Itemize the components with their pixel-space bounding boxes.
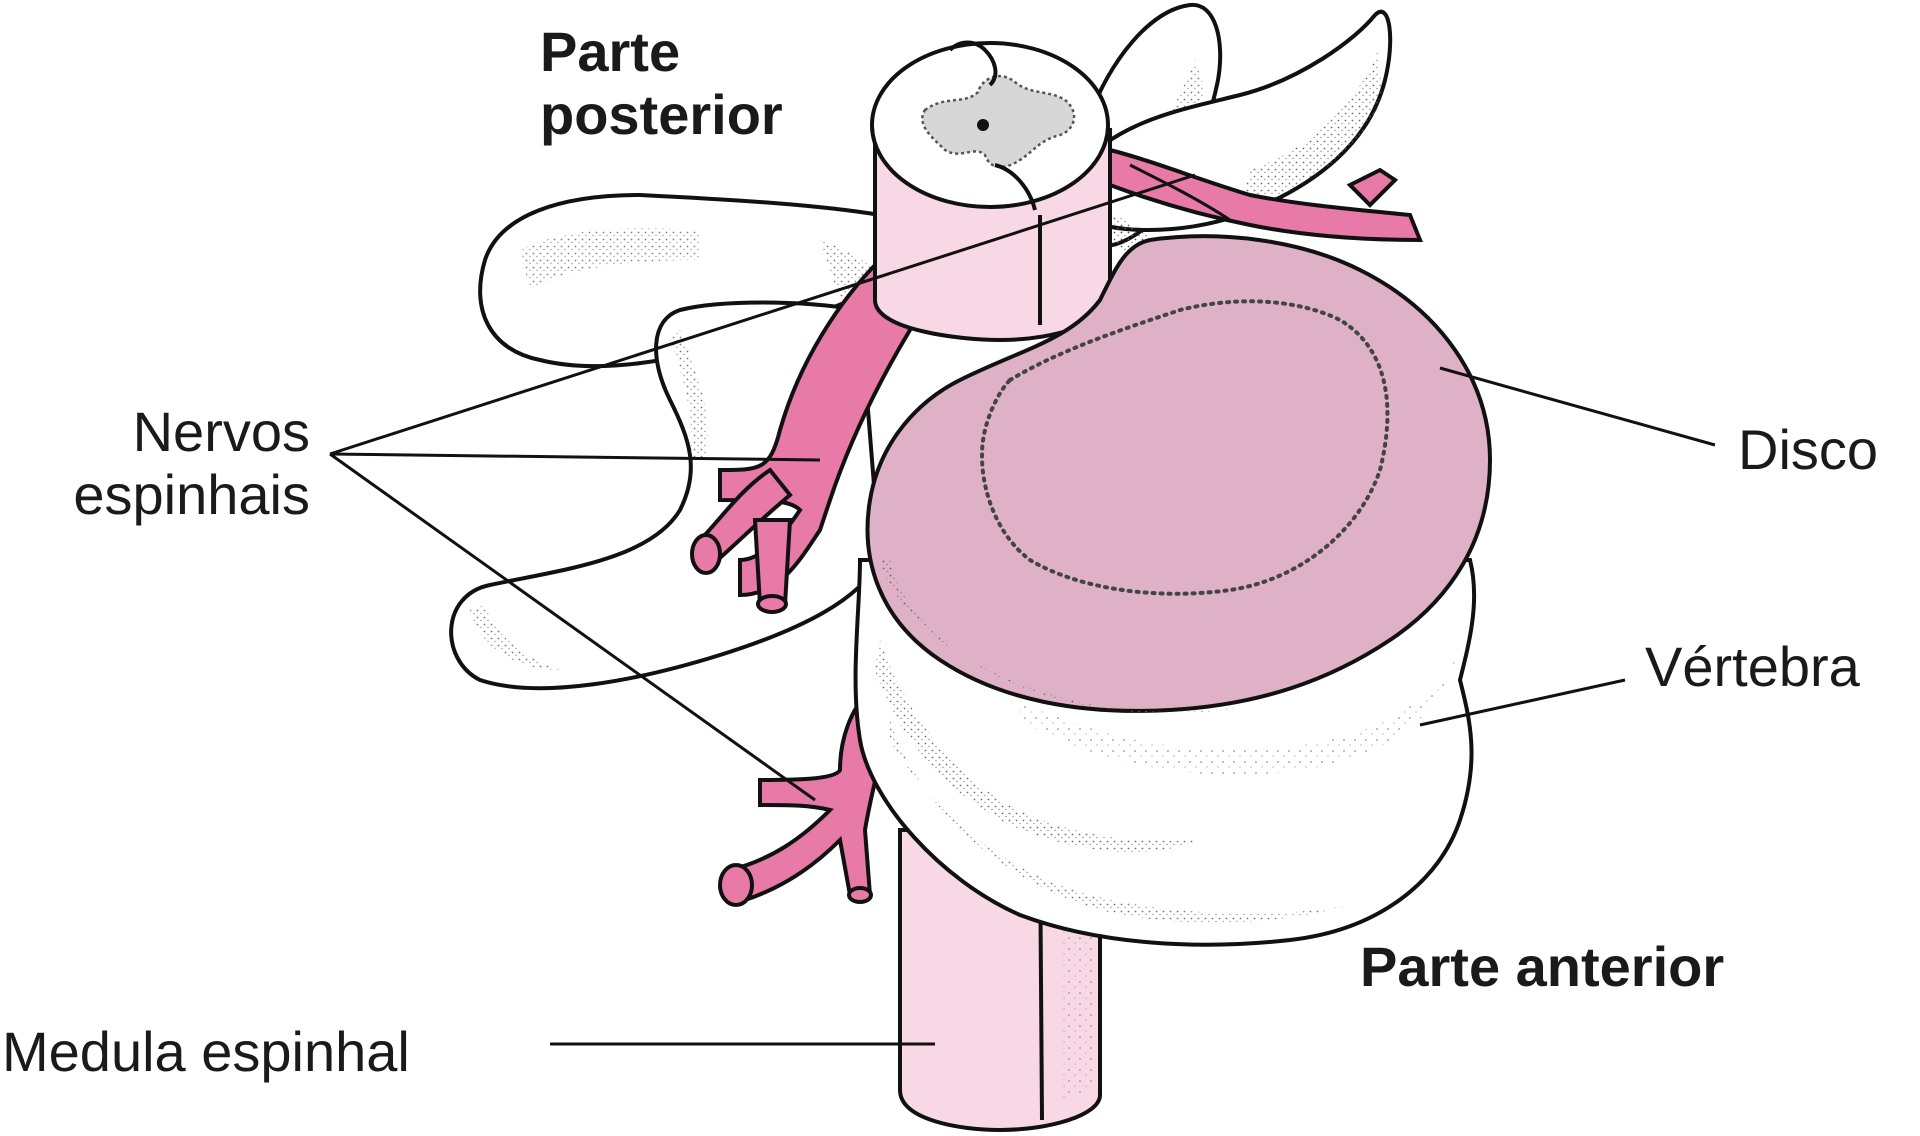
label-spinal-nerves: Nervos espinhais [10, 400, 310, 526]
label-disc: Disco [1738, 418, 1878, 481]
label-posterior-line2: posterior [540, 83, 783, 146]
label-anterior: Parte anterior [1360, 935, 1724, 998]
label-spinal-cord: Medula espinhal [2, 1020, 410, 1083]
label-vertebra: Vértebra [1645, 635, 1860, 698]
label-spinal-nerves-line1: Nervos [10, 400, 310, 463]
label-spinal-nerves-line2: espinhais [10, 463, 310, 526]
label-posterior: Parte posterior [540, 20, 783, 146]
label-posterior-line1: Parte [540, 20, 783, 83]
